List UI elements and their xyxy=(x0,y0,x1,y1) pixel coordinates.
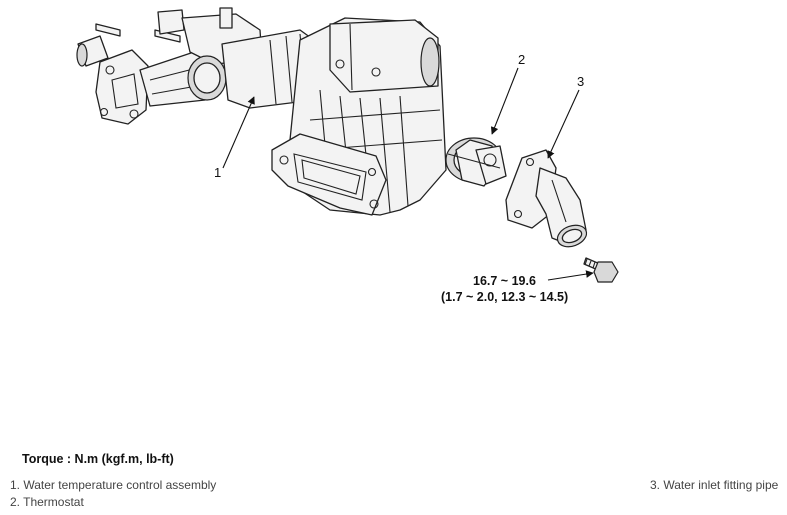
callout-3: 3 xyxy=(577,74,584,89)
torque-value-alt-units: (1.7 ~ 2.0, 12.3 ~ 14.5) xyxy=(441,290,568,304)
legend-item-water-temperature-control-assembly: 1. Water temperature control assembly xyxy=(10,478,217,492)
callout-leaders xyxy=(222,67,594,281)
fitting-bolt-drawing xyxy=(583,257,619,283)
callout-2: 2 xyxy=(518,52,525,67)
callout-1: 1 xyxy=(214,165,221,180)
water-inlet-fitting-pipe-drawing xyxy=(505,149,588,248)
exploded-parts-diagram: 1 2 3 16.7 ~ 19.6 (1.7 ~ 2.0, 12.3 ~ 14.… xyxy=(76,7,619,304)
legend-item-thermostat: 2. Thermostat xyxy=(10,495,84,509)
water-temperature-control-assembly-drawing xyxy=(76,7,447,216)
torque-units-heading: Torque : N.m (kgf.m, lb-ft) xyxy=(22,452,174,466)
torque-value: 16.7 ~ 19.6 xyxy=(473,274,536,288)
legend-item-water-inlet-fitting-pipe: 3. Water inlet fitting pipe xyxy=(650,478,779,492)
thermostat-drawing xyxy=(445,137,507,187)
